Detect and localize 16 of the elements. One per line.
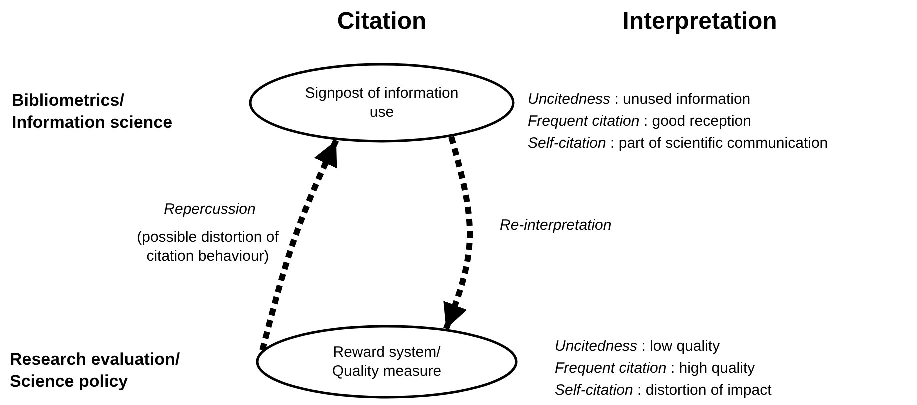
node-text: Signpost of information use <box>304 84 460 122</box>
node-text: Reward system/ Quality measure <box>331 343 443 381</box>
interpretation-text: Self-citation : part of scientific communication <box>528 134 828 153</box>
interpretation-text: Self-citation : distortion of impact <box>555 381 772 400</box>
interpretation-text: Frequent citation : good reception <box>528 112 752 131</box>
dashed-arrow <box>444 136 473 330</box>
dashed-arrow <box>260 139 340 352</box>
note-text: (possible distortion of citation behaviour) <box>136 228 280 266</box>
row-heading: Research evaluation/ Science policy <box>10 349 182 393</box>
interpretation-text: Uncitedness : unused information <box>528 90 751 109</box>
row-heading: Bibliometrics/ Information science <box>12 90 174 134</box>
edge-label: Re-interpretation <box>500 216 612 235</box>
column-heading: Citation <box>337 12 427 31</box>
interpretation-text: Uncitedness : low quality <box>555 337 720 356</box>
edge-label: Repercussion <box>164 200 256 219</box>
interpretation-text: Frequent citation : high quality <box>555 359 756 378</box>
